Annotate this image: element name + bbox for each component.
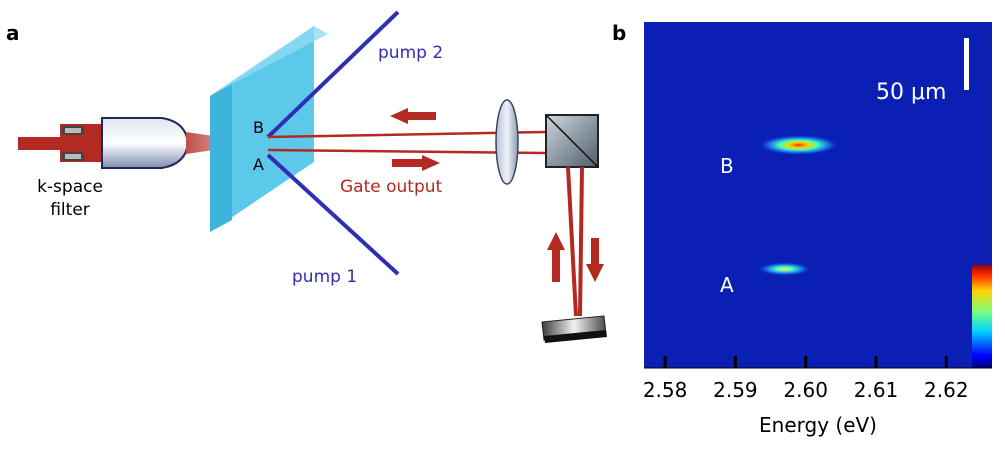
x-tick-label: 2.60	[783, 378, 828, 402]
panel-a: a k-space filter pump 2 pump 1 B A	[6, 10, 607, 343]
x-tick-label: 2.58	[643, 378, 688, 402]
spot-a	[756, 262, 813, 276]
panel-a-letter: a	[6, 21, 20, 45]
x-tick-label: 2.59	[713, 378, 758, 402]
arrow-left-icon	[390, 108, 436, 124]
scale-bar-label: 50 μm	[876, 80, 946, 105]
lens-icon	[495, 99, 519, 185]
arrow-right-icon	[392, 155, 440, 171]
input-beam	[18, 137, 60, 150]
pump-2-beam	[266, 10, 400, 139]
mirror-icon	[541, 315, 607, 343]
panel-b: b 50 μm B A 2.58 2.59 2.60 2.61 2.62 Energy …	[612, 21, 992, 437]
pump-1-label: pump 1	[292, 267, 357, 287]
pump-1-beam	[266, 153, 400, 276]
arrow-up-icon	[547, 232, 565, 282]
heatmap-spots	[756, 135, 839, 276]
point-a-label: A	[253, 155, 264, 174]
x-tick-label: 2.62	[924, 378, 969, 402]
beam-splitter-icon	[545, 114, 599, 168]
k-space-filter-icon	[60, 124, 102, 162]
spot-a-label: A	[720, 273, 734, 297]
filter-label-line2: filter	[50, 200, 90, 220]
spot-b	[758, 135, 839, 155]
point-b-label: B	[253, 118, 264, 137]
arrow-down-icon	[586, 238, 604, 282]
x-tick-label: 2.61	[854, 378, 899, 402]
colorbar	[972, 265, 992, 368]
spot-b-label: B	[720, 154, 734, 178]
gate-output-label: Gate output	[340, 177, 443, 197]
sample-slab	[210, 26, 328, 232]
heatmap-background	[644, 22, 992, 368]
beam-down-1	[566, 166, 578, 317]
filter-label-line1: k-space	[37, 177, 103, 197]
beam-down-2	[578, 166, 584, 317]
x-axis-label: Energy (eV)	[759, 413, 877, 437]
pump-2-label: pump 2	[378, 43, 443, 63]
scale-bar	[964, 38, 969, 90]
panel-b-letter: b	[612, 21, 626, 45]
x-axis-ticks: 2.58 2.59 2.60 2.61 2.62	[643, 356, 969, 402]
objective-lens-icon	[101, 117, 190, 169]
